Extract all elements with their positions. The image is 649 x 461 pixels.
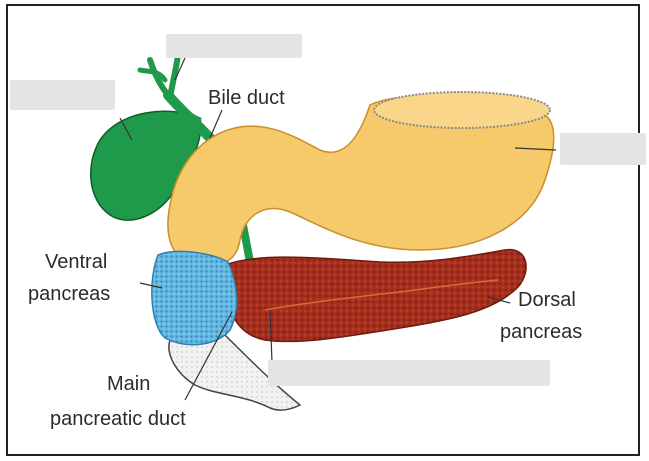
label-dorsal-line2: pancreas — [500, 321, 582, 343]
redacted-label-gallbladder[interactable] — [10, 80, 115, 110]
redacted-label-stomach[interactable] — [560, 133, 646, 165]
hepatic-duct-branch — [140, 70, 165, 80]
redacted-label-bottom[interactable] — [268, 360, 550, 386]
label-ventral-line1: Ventral — [45, 251, 107, 273]
stomach-opening — [374, 92, 550, 128]
ventral-pancreas — [152, 251, 237, 344]
label-dorsal-line1: Dorsal — [518, 289, 576, 311]
label-main-line1: Main — [107, 373, 150, 395]
label-main-line2: pancreatic duct — [50, 408, 186, 430]
redacted-label-hepatic-duct[interactable] — [166, 34, 302, 58]
label-ventral-line2: pancreas — [28, 283, 110, 305]
label-bile-duct: Bile duct — [208, 87, 285, 109]
